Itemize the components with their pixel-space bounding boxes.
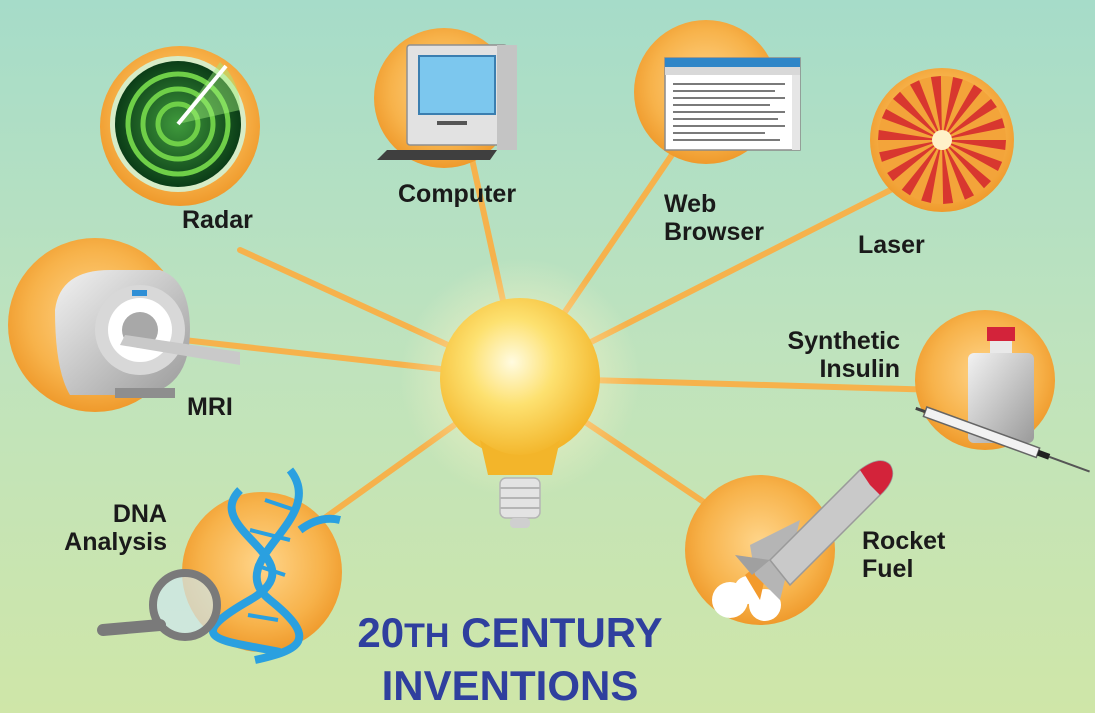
laser-ray — [879, 140, 942, 162]
laser-ray — [942, 140, 1006, 151]
laser-ray — [930, 76, 942, 140]
dna-icon — [97, 467, 341, 664]
insulin-icon — [915, 327, 1090, 473]
laser-ray — [942, 84, 983, 140]
title-line-1: 20TH CENTURY — [357, 609, 663, 656]
label-rocket: Rocket Fuel — [862, 527, 946, 583]
laser-ray — [942, 76, 963, 140]
laser-ray — [892, 91, 942, 140]
label-insulin: Synthetic Insulin — [787, 327, 900, 383]
web-browser-icon — [664, 57, 801, 151]
label-laser: Laser — [858, 231, 925, 259]
label-mri: MRI — [187, 393, 233, 421]
label-web-browser: Web Browser — [664, 190, 765, 246]
laser-ray — [942, 140, 1003, 172]
lightbulb-icon — [400, 258, 640, 528]
laser-ray — [942, 140, 954, 204]
label-computer: Computer — [398, 180, 517, 208]
laser-icon — [878, 76, 1006, 204]
diagram-title: 20TH CENTURY INVENTIONS — [290, 608, 730, 711]
label-dna: DNA Analysis — [64, 500, 167, 556]
computer-icon — [377, 44, 517, 160]
laser-ray — [921, 140, 942, 204]
laser-ray — [881, 108, 942, 140]
laser-ray — [942, 140, 992, 189]
laser-ray — [887, 140, 942, 182]
laser-ray — [878, 129, 942, 140]
label-radar: Radar — [182, 206, 253, 234]
laser-ray — [901, 140, 942, 196]
radar-icon — [110, 56, 246, 192]
title-line-2: INVENTIONS — [381, 662, 639, 709]
laser-ray — [942, 98, 997, 140]
laser-ray — [910, 80, 942, 140]
rocket-icon — [712, 460, 894, 621]
mri-icon — [55, 270, 240, 398]
laser-ray — [942, 118, 1005, 140]
laser-ray — [942, 140, 974, 200]
